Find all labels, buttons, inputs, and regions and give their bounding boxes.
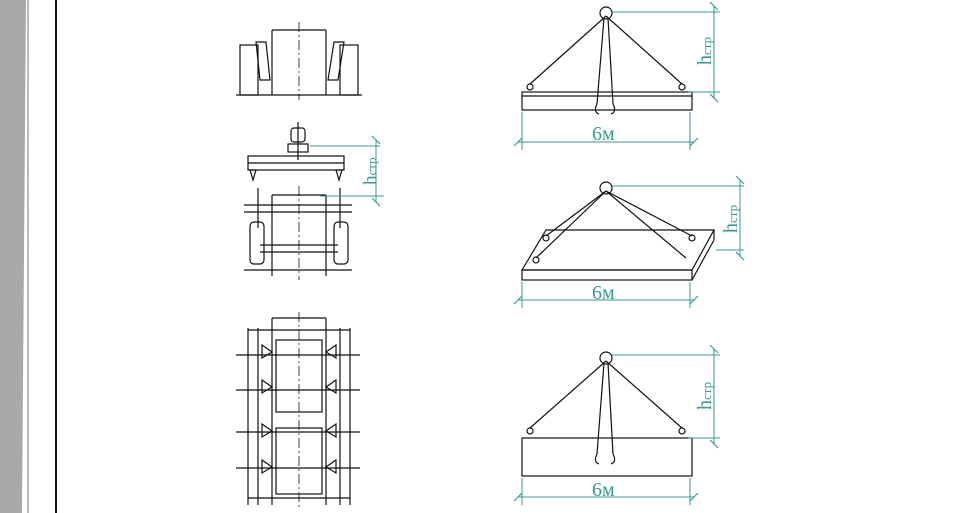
- column-with-beam: [244, 122, 384, 280]
- page-margin: [0, 0, 57, 513]
- column-height-label: hстр: [360, 157, 381, 185]
- bottom-height-label: hстр: [694, 382, 716, 410]
- block-sling-side: [513, 344, 720, 505]
- column-clamp-frame: [236, 312, 360, 510]
- top-width-label: 6м: [592, 123, 615, 145]
- bottom-width-label: 6м: [592, 479, 615, 501]
- slab-sling-side: [513, 1, 720, 150]
- slab-sling-perspective: [513, 175, 745, 308]
- middle-width-label: 6м: [592, 282, 615, 304]
- column-wedge-joint: [236, 22, 362, 100]
- middle-height-label: hстр: [720, 205, 742, 233]
- top-height-label: hстр: [694, 37, 716, 65]
